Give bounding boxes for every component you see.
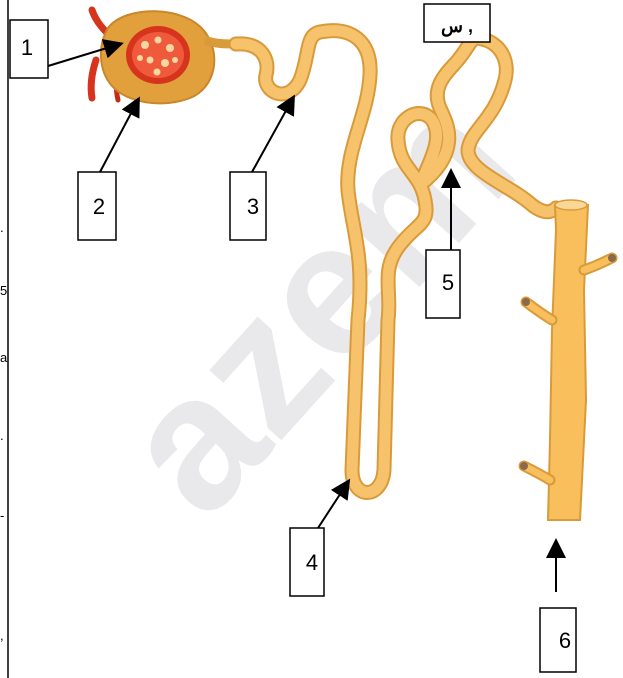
margin-mark-4: . (0, 428, 4, 443)
margin-mark-2: 5 (0, 283, 7, 298)
glomerulus (137, 36, 178, 76)
renal-tubule (228, 23, 564, 500)
margin-marks: . 5 a . - , (0, 220, 8, 643)
label-box-3: 3 (229, 94, 295, 241)
arrow-1 (47, 39, 124, 67)
svg-text:5: 5 (442, 270, 454, 295)
margin-mark-3: a (0, 350, 8, 365)
svg-text:3: 3 (247, 194, 259, 219)
arrow-4 (317, 478, 351, 529)
arrow-3 (251, 94, 295, 173)
label-box-4: 4 (289, 478, 351, 597)
margin-mark-5: - (0, 508, 4, 523)
label-box-5: 5 (425, 168, 461, 319)
margin-mark-1: . (0, 220, 4, 235)
margin-mark-6: , (0, 628, 4, 643)
svg-text:6: 6 (559, 628, 571, 653)
label-box-s: س , (423, 3, 491, 43)
arrow-2 (99, 96, 140, 173)
svg-text:2: 2 (93, 194, 105, 219)
collecting-duct (518, 199, 618, 521)
label-box-1: 1 (9, 19, 124, 79)
bowmans-capsule (99, 10, 239, 105)
label-box-6: 6 (539, 538, 577, 673)
svg-text:1: 1 (21, 35, 33, 60)
svg-text:4: 4 (306, 550, 318, 575)
svg-text:س ,: س , (441, 16, 473, 37)
label-box-2: 2 (77, 96, 140, 241)
